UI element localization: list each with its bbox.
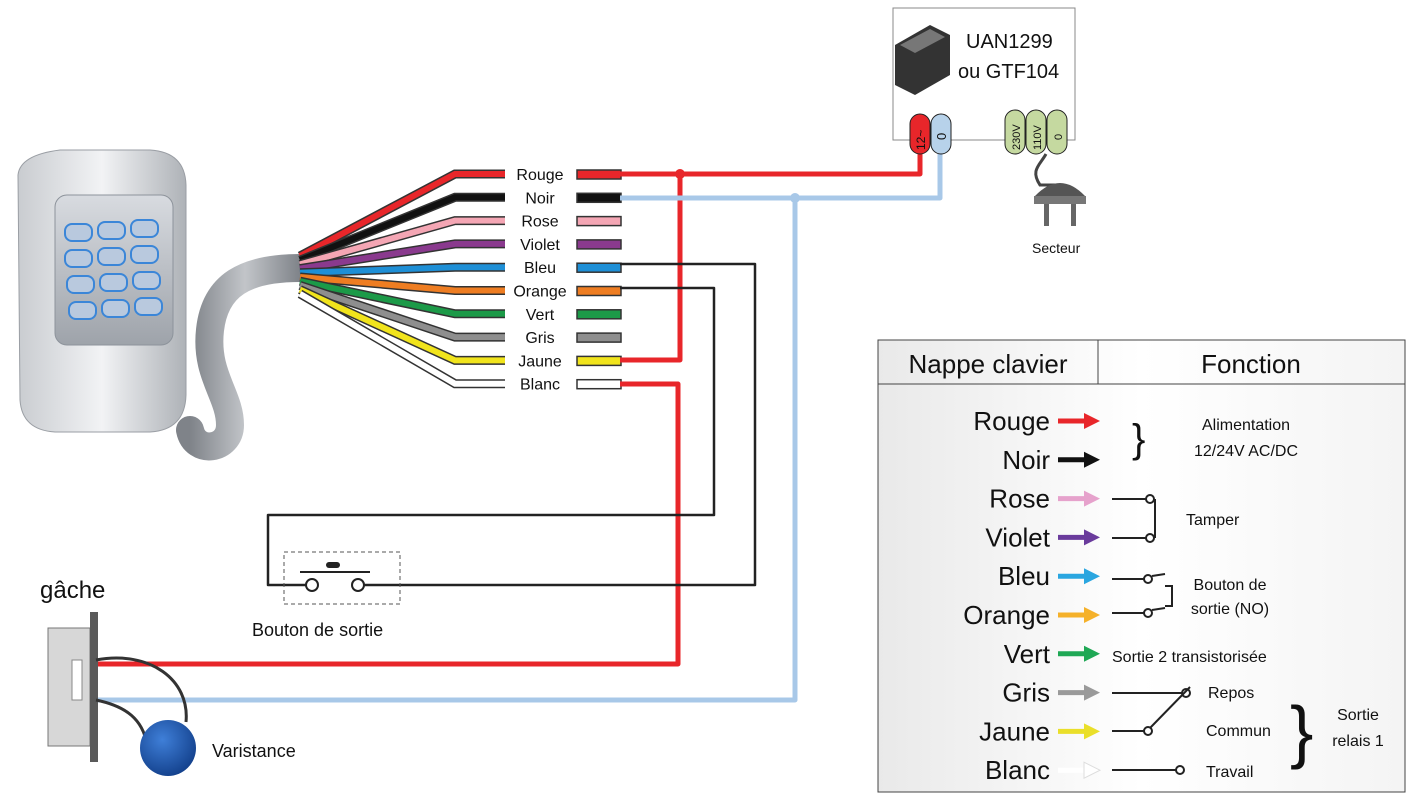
table-row-label: Bleu [998,561,1050,591]
arrow-icon [1084,645,1100,662]
table-row-label: Violet [985,522,1050,552]
arrow-icon [1083,761,1102,780]
wire-noir: Noir [298,190,622,265]
power-supply-model: UAN1299 [966,31,1053,53]
function-exit-1: Bouton de [1194,577,1267,594]
wire-rose: Rose [298,214,622,269]
wire-label: Blanc [520,377,560,394]
wire-label: Gris [525,330,554,347]
table-row: Rouge [973,406,1100,436]
function-alim-1: Alimentation [1202,417,1290,434]
varistor-label: Varistance [212,741,296,761]
wiring-runs [95,140,943,703]
strike-label: gâche [40,577,105,604]
wire-vert: Vert [299,276,622,324]
keypad-device [17,149,314,461]
brace-alim: } [1132,417,1145,461]
table-row: Jaune [979,716,1100,746]
function-output-2: Sortie 2 transistorisée [1112,649,1267,666]
function-exit-2: sortie (NO) [1191,601,1269,618]
terminal-230v: 230V [1011,124,1023,150]
exit-button-label: Bouton de sortie [252,620,383,640]
wire-label: Vert [526,307,555,324]
function-relay-1: Sortie [1337,707,1379,724]
table-row-label: Rose [989,484,1050,514]
wire-label: Jaune [518,353,562,370]
table-row: Gris [1002,678,1100,708]
arrow-icon [1084,413,1100,429]
function-repos: Repos [1208,685,1254,702]
arrow-icon [1084,490,1100,507]
terminal-12v: 12~ [914,130,928,150]
arrow-icon [1084,684,1100,701]
wire-fan: RougeNoirRoseVioletBleuOrangeVertGrisJau… [297,167,622,394]
function-tamper: Tamper [1186,512,1240,529]
table-row-label: Vert [1004,639,1051,669]
terminal-0v-mains: 0 [1053,134,1065,140]
wire-label: Rouge [516,167,563,184]
mains-plug-icon [1034,183,1086,226]
wire-violet: Violet [299,237,622,274]
wire-blanc: Blanc [297,289,622,394]
table-rows: RougeNoirRoseVioletBleuOrangeVertGrisJau… [963,406,1102,785]
wire-bleu: Bleu [299,260,622,278]
table-row-label: Orange [963,600,1050,630]
function-relay-2: relais 1 [1332,733,1384,750]
wire-label: Violet [520,237,560,254]
table-row: Rose [989,484,1100,514]
table-row: Bleu [998,561,1100,591]
function-alim-2: 12/24V AC/DC [1194,443,1298,460]
table-row: Vert [1004,639,1100,669]
power-supply-model-alt: ou GTF104 [958,61,1059,83]
arrow-icon [1084,568,1100,585]
mains-label: Secteur [1032,240,1081,256]
wire-label: Orange [513,284,566,301]
wire-label: Rose [521,214,558,231]
table-row-label: Gris [1002,678,1050,708]
table-row: Violet [985,522,1100,552]
keypad-keys-icon [64,219,163,320]
table-row-label: Blanc [985,755,1050,785]
table-header-nappe: Nappe clavier [909,349,1068,379]
tamper-switch-icon [1112,494,1156,543]
wire-orange: Orange [299,272,622,301]
arrow-icon [1084,529,1100,546]
table-row-label: Rouge [973,406,1050,436]
wire-label: Noir [525,190,555,207]
arrow-icon [1084,451,1100,468]
legend-table: Nappe clavier Fonction RougeNoirRoseViol… [877,339,1406,793]
varistor-icon [95,656,196,776]
exit-switch-icon [1112,573,1173,618]
terminal-110v: 110V [1032,124,1044,150]
strike-icon [47,612,98,762]
function-commun: Commun [1206,723,1271,740]
wire-label: Bleu [524,260,556,277]
function-travail: Travail [1206,764,1253,781]
table-row-label: Noir [1002,445,1050,475]
table-header-fonction: Fonction [1201,349,1301,379]
table-row: Orange [963,600,1100,630]
table-row: Blanc [985,755,1102,785]
wire-jaune: Jaune [298,285,622,370]
terminal-0v: 0 [934,133,949,140]
transformer-icon [895,25,950,95]
brace-relay: } [1290,692,1313,770]
arrow-icon [1084,723,1100,740]
table-row-label: Jaune [979,716,1050,746]
power-supply: UAN1299 ou GTF104 12~ 0 230V 110V 0 Sect… [892,7,1086,256]
wire-gris: Gris [298,281,622,347]
arrow-icon [1084,607,1100,623]
exit-button-icon [283,551,401,605]
relay-switch-icon [1112,686,1191,775]
table-row: Noir [1002,445,1100,475]
